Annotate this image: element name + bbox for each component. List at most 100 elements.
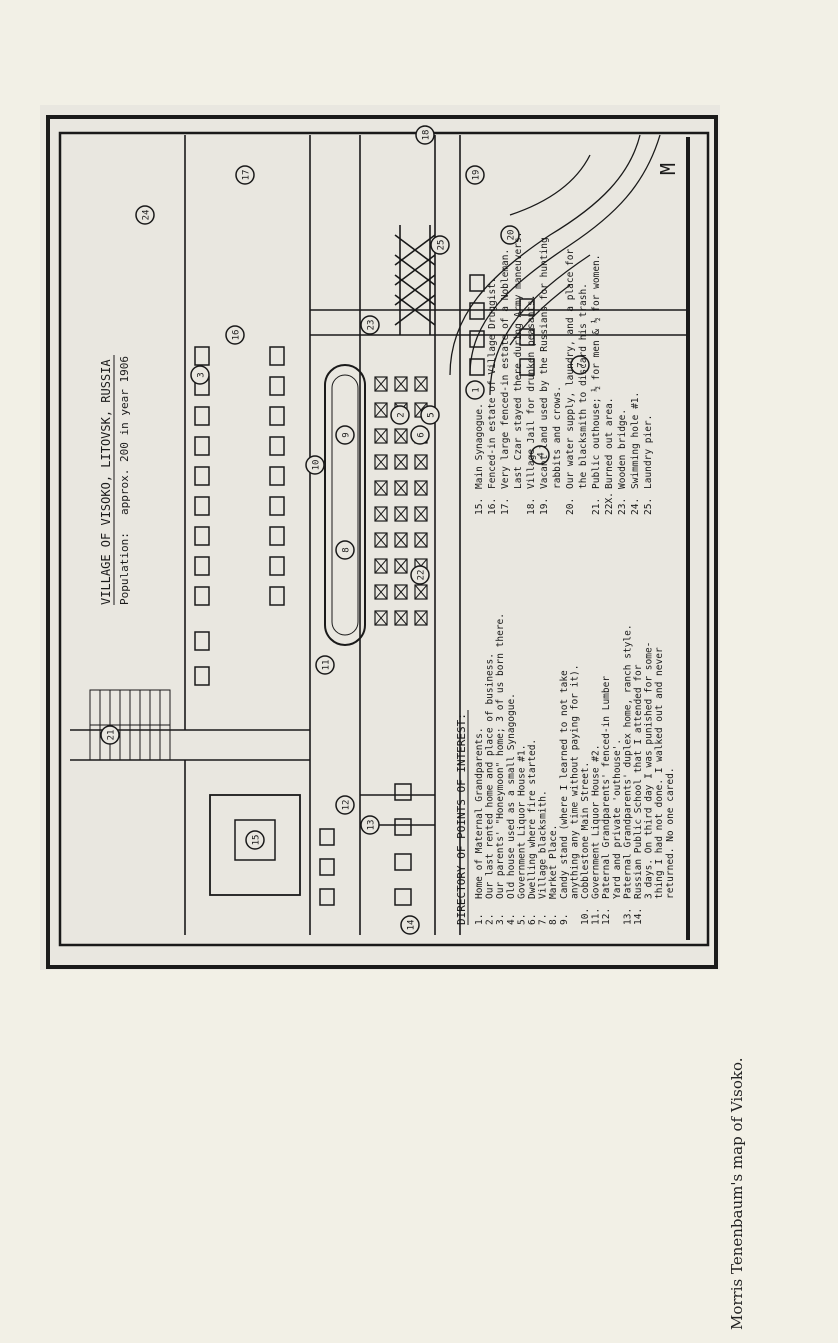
marker-10-label: 10 (312, 460, 322, 471)
directory-item-number: 15. (474, 498, 485, 515)
directory-item-number: 10. (580, 908, 591, 925)
burned-house (374, 584, 388, 600)
directory-item-number: 14. (633, 908, 644, 925)
map-drawing: 1234567891011121314151617181920212223242… (40, 105, 720, 970)
house (269, 376, 285, 396)
house (519, 328, 535, 346)
house (194, 526, 210, 546)
marker-circle (410, 425, 430, 445)
house (194, 406, 210, 426)
marker-16-label: 16 (232, 330, 242, 341)
house (194, 346, 210, 366)
directory-item-text: Paternal Grandparents' fenced-in Lumber (601, 676, 612, 899)
directory-item-text: 3 days. On third day I was punished for … (644, 642, 655, 899)
marker-circle (100, 725, 120, 745)
burned-house (394, 558, 408, 574)
burned-x (414, 532, 428, 548)
streets (70, 135, 690, 935)
marker-20-label: 20 (507, 230, 517, 241)
house (269, 586, 285, 606)
house (269, 496, 285, 516)
map-rotated-content: 1234567891011121314151617181920212223242… (70, 125, 690, 935)
marker-circle (390, 405, 410, 425)
directory-item-text: rabbits and crows. (552, 386, 563, 489)
house (194, 666, 210, 686)
directory-item-number: 24. (630, 498, 641, 515)
directory-item-text: Russian Public School that I attended fo… (633, 664, 644, 899)
marker-1-label: 1 (472, 387, 482, 392)
directory-item-number: 9. (559, 914, 570, 925)
burned-house (414, 506, 428, 522)
directory-item-text: Yard and private 'outhouse'. (612, 739, 623, 899)
marker-circle (235, 165, 255, 185)
marker-23-label: 23 (367, 320, 377, 331)
marker-circle (430, 235, 450, 255)
burned-house (374, 480, 388, 496)
marker-circle (190, 365, 210, 385)
marker-24-label: 24 (142, 210, 152, 221)
directory-item-number: 1. (474, 914, 485, 925)
directory-item-number: 23. (617, 498, 628, 515)
directory-item-text: Main Synagogue. (474, 403, 485, 489)
marker-circle (420, 405, 440, 425)
directory-item-number: 11. (591, 908, 602, 925)
marker-21-label: 21 (107, 730, 117, 741)
directory-item-text: Our water supply, laundry, and a place f… (565, 249, 576, 489)
lumber-yard-fence (89, 689, 171, 761)
house (269, 436, 285, 456)
house (194, 631, 210, 651)
directory-item-text: anything any time without paying for it)… (569, 665, 580, 900)
marker-12-label: 12 (342, 800, 352, 811)
marker-circle (500, 225, 520, 245)
marker-circle (465, 380, 485, 400)
directory-item-text: Cobblestone Main Street. (580, 762, 591, 899)
market-place-inner (331, 374, 359, 636)
directory-item-text: Candy stand (where I learned to not take (559, 670, 570, 899)
marker-circle (335, 540, 355, 560)
burned-x (414, 454, 428, 470)
directory-item-number: 21. (591, 498, 602, 515)
burned-x (414, 584, 428, 600)
directory-item-text: Government Liquor House #2. (591, 745, 602, 899)
burned-x (394, 558, 408, 574)
directory-item-text: Laundry pier. (643, 415, 654, 489)
house (269, 556, 285, 576)
house (269, 466, 285, 486)
house (469, 330, 485, 348)
house (394, 888, 412, 906)
marker-circle (415, 125, 435, 145)
house (194, 556, 210, 576)
marker-circle (360, 815, 380, 835)
marker-19-label: 19 (472, 170, 482, 181)
directory-item-text: Home of Maternal Grandparents. (474, 727, 485, 899)
burned-x (394, 480, 408, 496)
marker-2-label: 2 (397, 412, 407, 417)
houses (194, 274, 535, 906)
point-markers: 1234567891011121314151617181920212223242… (100, 125, 590, 935)
burned-house (414, 584, 428, 600)
house (319, 888, 335, 906)
marker-17-label: 17 (242, 170, 252, 181)
burned-house (394, 532, 408, 548)
marker-circle (465, 165, 485, 185)
directory-item-text: Very large fenced-in estate of a Noblema… (500, 249, 511, 489)
marker-circle (225, 325, 245, 345)
burned-x (374, 584, 388, 600)
burned-x (374, 558, 388, 574)
marker-circle (135, 205, 155, 225)
directory-item-number: 22X. (604, 492, 615, 515)
inner-frame (58, 131, 710, 947)
marker-13-label: 13 (367, 820, 377, 831)
burned-house (394, 480, 408, 496)
marker-circle (530, 445, 550, 465)
burned-house (374, 376, 388, 392)
burned-x (394, 532, 408, 548)
house (269, 526, 285, 546)
marker-14-label: 14 (407, 920, 417, 931)
house (269, 406, 285, 426)
marker-circle (570, 355, 590, 375)
house (394, 853, 412, 871)
synagogue-yard (209, 794, 301, 896)
